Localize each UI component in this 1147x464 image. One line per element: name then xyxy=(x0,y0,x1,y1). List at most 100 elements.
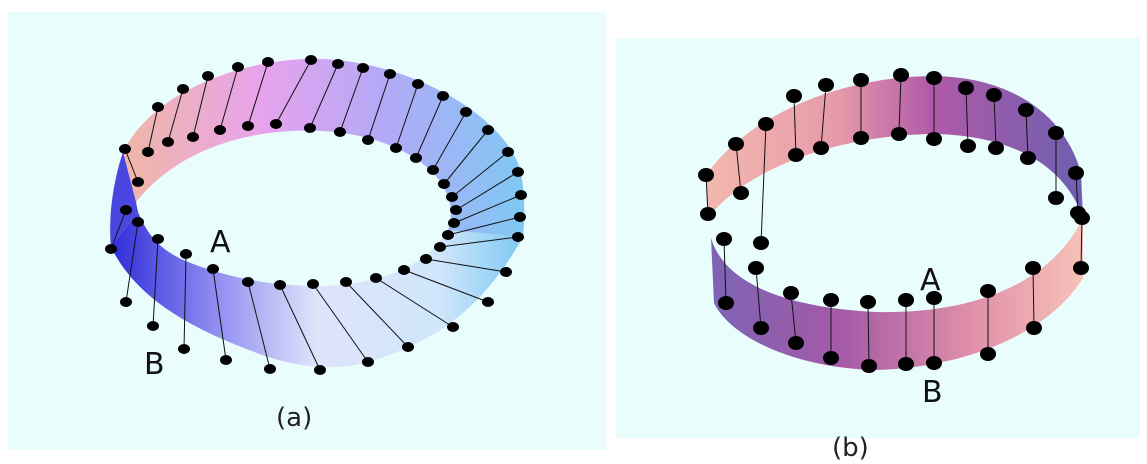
point-dot xyxy=(357,63,369,73)
label-point-a: A xyxy=(210,225,231,260)
point-dot xyxy=(446,192,458,202)
point-dot xyxy=(818,78,834,92)
ruling-line xyxy=(1032,267,1035,329)
ruling-line xyxy=(735,143,742,194)
point-dot xyxy=(500,267,512,277)
point-dot xyxy=(307,279,319,289)
point-dot xyxy=(332,59,344,69)
point-dot xyxy=(262,57,274,67)
ruling-line xyxy=(147,106,159,153)
ruling-line xyxy=(309,63,339,129)
point-dot xyxy=(437,91,449,101)
ruling-line xyxy=(447,216,521,236)
point-dot xyxy=(442,230,454,240)
panel-a: A B (a) xyxy=(8,12,606,450)
point-dot xyxy=(119,144,131,154)
ruling-line xyxy=(167,88,184,143)
ruling-line xyxy=(425,258,507,273)
point-dot xyxy=(152,234,164,244)
point-dot xyxy=(202,71,214,81)
point-dot xyxy=(340,277,352,287)
point-dot xyxy=(1048,126,1064,140)
ruling-line xyxy=(152,238,159,327)
point-dot xyxy=(1018,103,1034,117)
cylinder-band-diagram: A B (b) xyxy=(616,38,1140,463)
point-dot xyxy=(410,153,422,163)
ruling-line xyxy=(312,283,369,363)
ruling-line xyxy=(339,67,364,133)
point-dot xyxy=(232,62,244,72)
point-dot xyxy=(438,179,450,189)
point-dot xyxy=(207,264,219,274)
point-dot xyxy=(753,236,769,250)
point-dot xyxy=(980,284,996,298)
point-dot xyxy=(1026,321,1042,335)
rulings-and-points xyxy=(698,68,1090,373)
point-dot xyxy=(147,321,159,331)
point-dot xyxy=(786,89,802,103)
point-dot xyxy=(926,71,942,85)
point-dot xyxy=(390,143,402,153)
rulings-and-points xyxy=(105,55,527,375)
point-dot xyxy=(152,102,164,112)
caption-b: (b) xyxy=(832,433,869,460)
ruling-line xyxy=(247,61,269,127)
point-dot xyxy=(105,244,117,254)
point-dot xyxy=(1073,261,1089,275)
point-dot xyxy=(1074,211,1090,225)
ruling-line xyxy=(275,59,312,125)
point-dot xyxy=(1020,151,1036,165)
point-dot xyxy=(898,293,914,307)
point-dot xyxy=(1048,191,1064,205)
ruling-line xyxy=(443,129,489,185)
point-dot xyxy=(420,254,432,264)
ruling-line xyxy=(124,148,139,183)
point-dot xyxy=(242,121,254,131)
point-dot xyxy=(264,364,276,374)
ruling-line xyxy=(183,253,187,350)
point-dot xyxy=(893,68,909,82)
ruling-line xyxy=(395,83,419,149)
point-dot xyxy=(482,297,494,307)
point-dot xyxy=(823,351,839,365)
point-dot xyxy=(716,232,732,246)
point-dot xyxy=(220,355,232,365)
point-dot xyxy=(788,336,804,350)
point-dot xyxy=(1068,166,1084,180)
ruling-line xyxy=(898,74,902,135)
ruling-line xyxy=(760,123,767,244)
ruling-line xyxy=(1025,109,1029,159)
point-dot xyxy=(512,232,524,242)
point-dot xyxy=(362,357,374,367)
point-dot xyxy=(960,139,976,153)
ruling-line xyxy=(403,269,489,303)
point-dot xyxy=(450,205,462,215)
ruling-line xyxy=(453,194,522,224)
ruling-line xyxy=(820,84,827,149)
ruling-line xyxy=(1080,217,1083,269)
point-dot xyxy=(853,73,869,87)
point-dot xyxy=(242,277,254,287)
ruling-line xyxy=(867,301,870,367)
point-dot xyxy=(177,84,189,94)
ruling-line xyxy=(793,95,797,156)
ruling-line xyxy=(110,209,127,250)
point-dot xyxy=(502,147,514,157)
point-dot xyxy=(515,190,527,200)
point-dot xyxy=(958,81,974,95)
ruling-line xyxy=(192,75,209,138)
point-dot xyxy=(412,79,424,89)
point-dot xyxy=(926,356,942,370)
point-dot xyxy=(162,137,174,147)
point-dot xyxy=(132,177,144,187)
point-dot xyxy=(698,168,714,182)
label-point-b: B xyxy=(144,347,165,382)
panel-b: A B (b) xyxy=(616,38,1147,463)
ruling-line xyxy=(723,238,727,304)
point-dot xyxy=(728,137,744,151)
ruling-line xyxy=(451,151,509,198)
point-dot xyxy=(314,365,326,375)
point-dot xyxy=(813,141,829,155)
point-dot xyxy=(853,131,869,145)
ruling-line xyxy=(367,73,391,141)
